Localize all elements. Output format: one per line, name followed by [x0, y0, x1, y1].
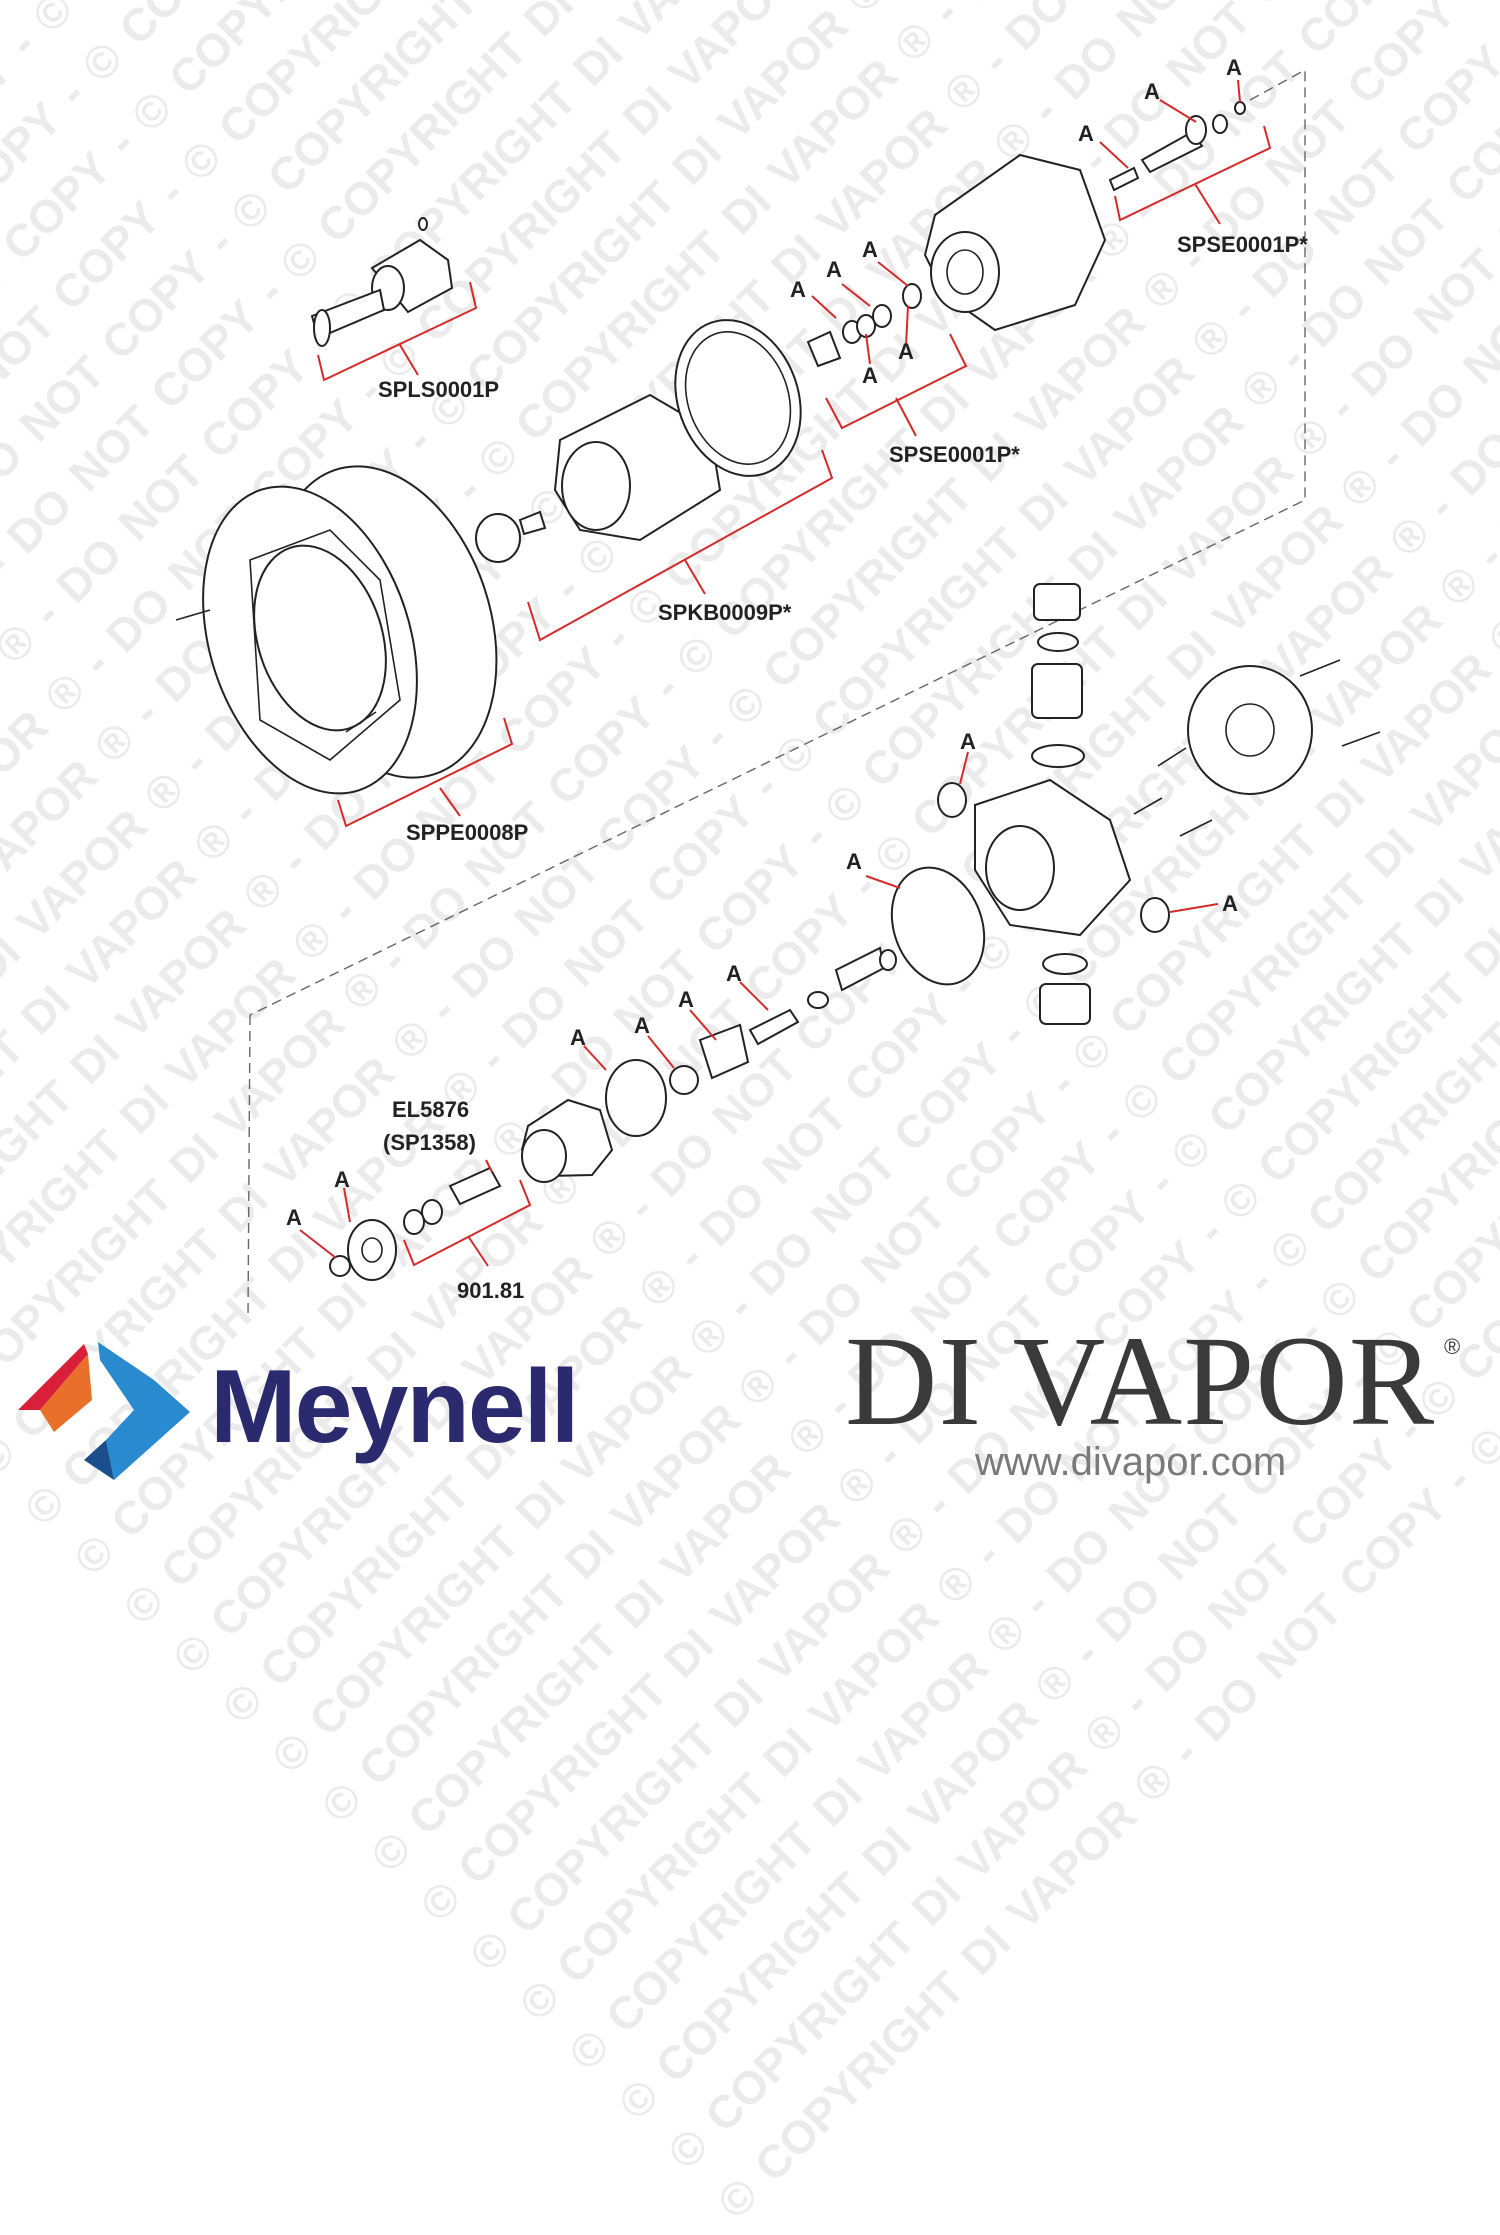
- lower-cartridge-parts: [329, 866, 986, 1281]
- logo-orange-wing: [40, 1354, 92, 1432]
- divapor-registered-mark: ®: [1444, 1334, 1461, 1359]
- divapor-wordmark: DI VAPOR: [845, 1310, 1436, 1452]
- leader-spse-top: [1114, 125, 1272, 225]
- meynell-wordmark: Meynell: [210, 1349, 579, 1465]
- leader-spkb0009p: [527, 449, 834, 642]
- callout-a: A: [726, 961, 742, 986]
- callout-a: A: [286, 1205, 302, 1230]
- callout-a: A: [1144, 79, 1160, 104]
- seal-set-top-part: [1108, 101, 1246, 192]
- logo-red-wing: [18, 1344, 88, 1410]
- dashed-frame-top: [249, 68, 1306, 1016]
- callout-a: A: [862, 237, 878, 262]
- control-knob-part: [475, 319, 802, 563]
- meynell-logo-mark: [18, 1342, 190, 1480]
- callout-a: A: [678, 987, 694, 1012]
- escutcheon-plate-part: [175, 465, 498, 795]
- callout-a: A: [826, 257, 842, 282]
- callout-a: A: [634, 1013, 650, 1038]
- logo-dark-blue-wing: [84, 1440, 114, 1480]
- leader-spls0001p: [317, 281, 478, 382]
- callout-a: A: [1226, 55, 1242, 80]
- callout-a: A: [898, 339, 914, 364]
- part-label-sp1358: (SP1358): [383, 1130, 476, 1155]
- callout-a: A: [1078, 121, 1094, 146]
- callout-leaders: [299, 79, 1241, 1259]
- part-label-spse0001p-middle: SPSE0001P*: [889, 442, 1020, 467]
- part-label-el5876: EL5876: [392, 1097, 470, 1122]
- callout-a: A: [846, 849, 862, 874]
- part-label-spkb0009p: SPKB0009P*: [658, 600, 792, 625]
- seal-set-middle-part: [806, 283, 922, 368]
- callout-a: A: [1222, 891, 1238, 916]
- valve-body-part: [937, 583, 1381, 1025]
- leader-el5876: [485, 1159, 493, 1173]
- part-label-spse0001p-top: SPSE0001P*: [1177, 232, 1308, 257]
- callout-a: A: [570, 1025, 586, 1050]
- divapor-website-link[interactable]: www.divapor.com: [975, 1440, 1287, 1484]
- part-label-901-81: 901.81: [457, 1278, 525, 1303]
- callout-a: A: [334, 1167, 350, 1192]
- part-label-sppe0008p: SPPE0008P: [406, 820, 529, 845]
- dashed-frame-bottom: [247, 1014, 251, 1319]
- leader-spse-middle: [825, 333, 968, 437]
- lever-spindle-part: [310, 217, 454, 347]
- logo-blue-wing: [98, 1342, 190, 1480]
- part-label-spls0001p: SPLS0001P: [378, 377, 500, 402]
- callout-a: A: [862, 363, 878, 388]
- leader-901-81: [403, 1179, 532, 1267]
- cartridge-housing-part: [923, 153, 1107, 332]
- callout-a: A: [960, 729, 976, 754]
- leader-sppe0008p: [337, 717, 514, 828]
- callout-a: A: [790, 277, 806, 302]
- exploded-parts-diagram: [175, 68, 1381, 1319]
